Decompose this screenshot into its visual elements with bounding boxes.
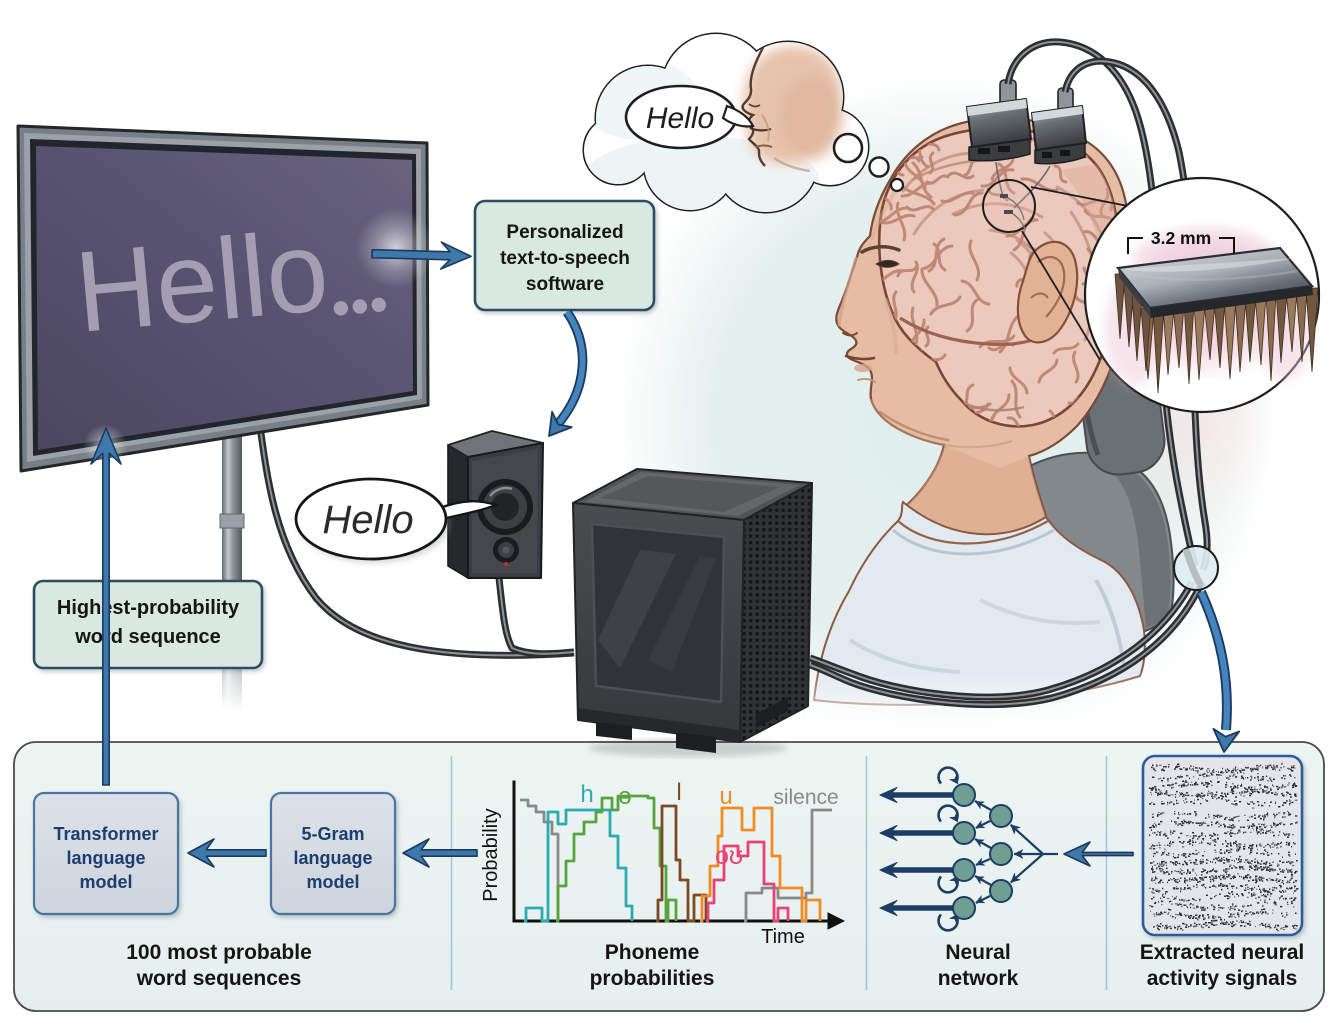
svg-text:Phoneme: Phoneme (605, 941, 700, 964)
svg-text:model: model (306, 872, 359, 892)
svg-text:Probability: Probability (480, 808, 502, 901)
svg-text:Hello: Hello (646, 102, 714, 135)
svg-text:Hello: Hello (322, 498, 413, 542)
svg-text:Transformer: Transformer (53, 824, 158, 844)
svg-text:100 most probable: 100 most probable (126, 941, 312, 964)
svg-text:model: model (79, 872, 132, 892)
svg-text:ə: ə (618, 783, 631, 810)
svg-text:l: l (676, 779, 681, 806)
svg-text:Time: Time (761, 926, 805, 948)
svg-text:h: h (580, 781, 593, 808)
svg-text:silence: silence (773, 786, 838, 809)
svg-text:Personalized: Personalized (506, 222, 623, 243)
svg-text:Neural: Neural (945, 941, 1010, 964)
svg-text:3.2 mm: 3.2 mm (1151, 228, 1211, 248)
svg-text:word sequences: word sequences (136, 967, 302, 990)
svg-text:network: network (938, 967, 1019, 990)
svg-text:software: software (526, 274, 604, 295)
svg-text:word sequence: word sequence (74, 626, 221, 648)
svg-text:text-to-speech: text-to-speech (500, 248, 630, 269)
svg-text:Highest-probability: Highest-probability (57, 597, 240, 619)
svg-text:Hello: Hello (71, 207, 334, 357)
svg-text:language: language (293, 848, 372, 868)
svg-text:u: u (719, 783, 732, 810)
svg-text:activity signals: activity signals (1147, 967, 1298, 990)
svg-text:Extracted neural: Extracted neural (1140, 941, 1305, 964)
svg-text:probabilities: probabilities (590, 967, 715, 990)
svg-text:5-Gram: 5-Gram (301, 824, 364, 844)
svg-text:language: language (66, 848, 145, 868)
svg-text:oʊ: oʊ (715, 842, 743, 870)
